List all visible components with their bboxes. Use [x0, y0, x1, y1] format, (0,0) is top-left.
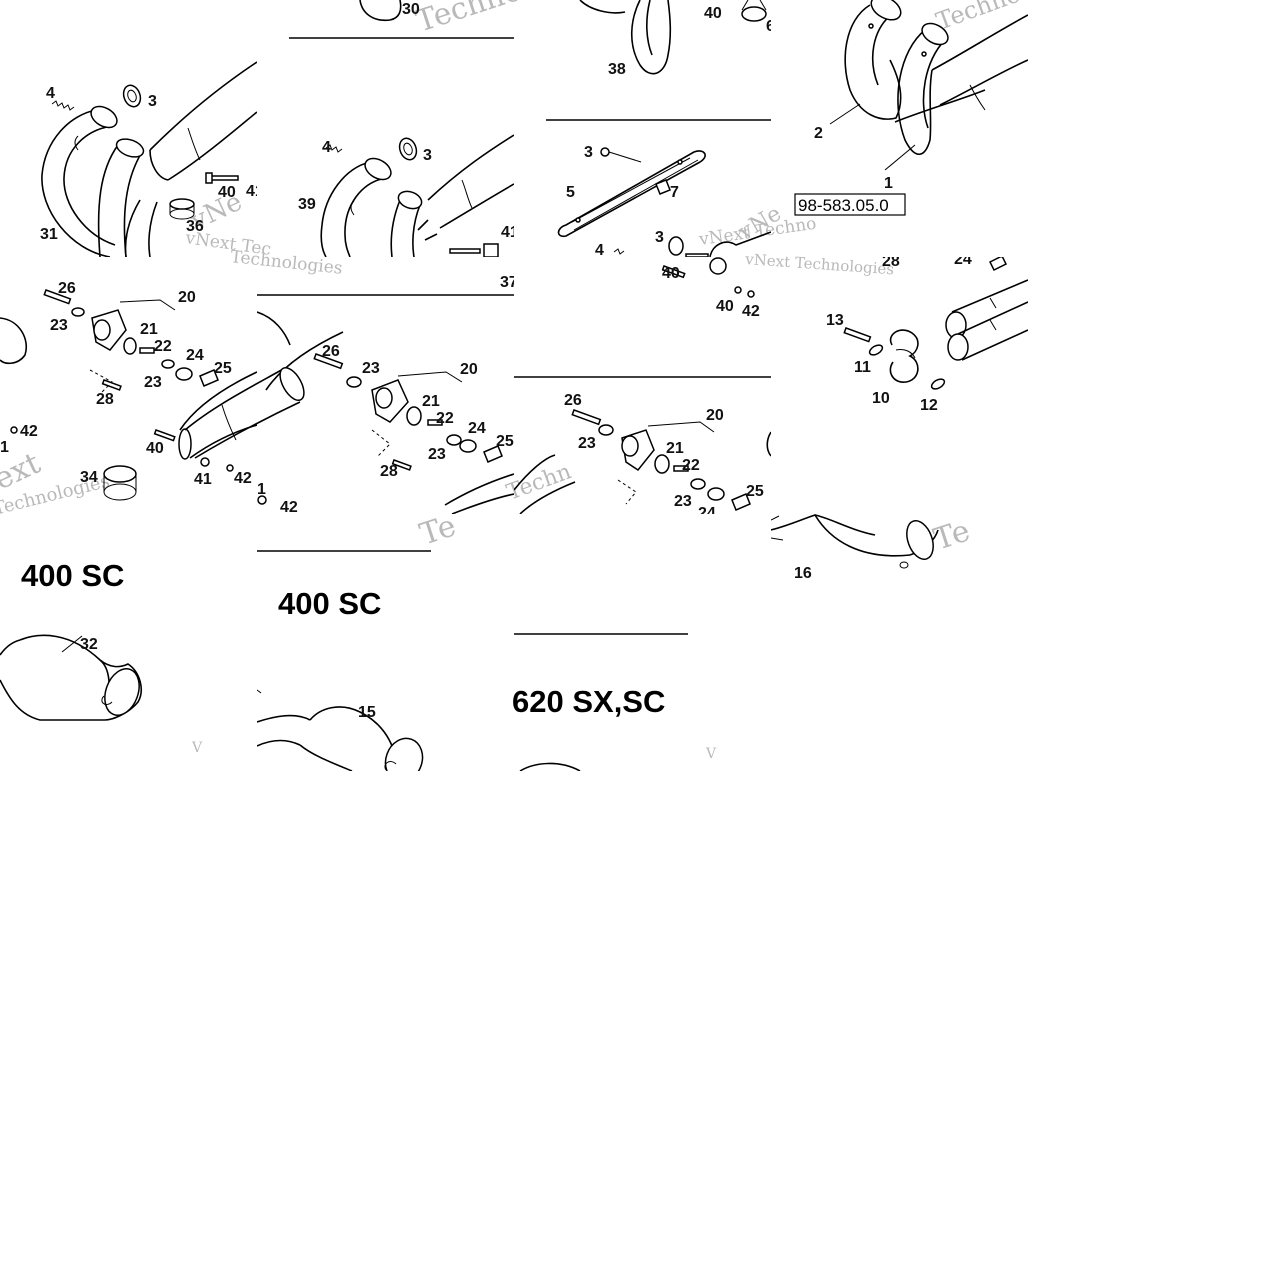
watermark: V [705, 746, 717, 762]
callout-label: 3 [423, 147, 432, 164]
callout-label: 37 [500, 274, 518, 291]
callout-label: 12 [920, 397, 938, 414]
callout-label: 1 [884, 175, 893, 192]
callout-label: 22 [154, 338, 172, 355]
tile-a-exhaust-manifold: 4 3 31 40 41 36 [40, 61, 264, 257]
callout-label: 39 [298, 196, 316, 213]
tile-c-heat-shield: 3 40 38 5 7 3 4 6 [557, 0, 775, 259]
callout-label: 41 [246, 183, 264, 200]
model-heading: 400 SC [278, 586, 381, 621]
callout-label: 15 [358, 704, 376, 721]
callout-label: 26 [58, 280, 76, 297]
watermark: Technologies [229, 247, 343, 279]
callout-label: 3 [655, 229, 664, 246]
callout-label: 25 [496, 433, 514, 450]
callout-label: 40 [704, 5, 722, 22]
ref-code: 98-583.05.0 [798, 196, 889, 215]
callout-label: 20 [706, 407, 724, 424]
tile-f-mounting-bracket: 37 26 23 20 21 22 24 25 23 28 1 42 [257, 274, 518, 516]
callout-label: 6 [766, 18, 775, 35]
model-heading: 400 SC [21, 558, 124, 593]
model-headings: 400 SC 400 SC 620 SX,SC [21, 558, 665, 719]
callout-label: 40 [218, 184, 236, 201]
callout-label: 24 [954, 251, 972, 268]
callout-label: 23 [362, 360, 380, 377]
callout-label: 23 [428, 446, 446, 463]
callout-label: 32 [80, 636, 98, 653]
tile-e-mounting-bracket: 26 20 23 21 22 24 25 23 28 42 1 40 41 42… [0, 280, 257, 501]
callout-label: 26 [564, 392, 582, 409]
callout-label: 10 [872, 390, 890, 407]
callout-label: 21 [422, 393, 440, 410]
callout-label: 38 [608, 61, 626, 78]
callout-label: 42 [234, 470, 252, 487]
callout-label: 28 [96, 391, 114, 408]
callout-label: 40 [662, 265, 680, 282]
watermark: V [191, 740, 203, 756]
callout-label: 31 [40, 226, 58, 243]
callout-label: 23 [144, 374, 162, 391]
callout-label: 13 [826, 312, 844, 329]
callout-label: 21 [666, 440, 684, 457]
callout-label: 20 [460, 361, 478, 378]
callout-label: 34 [80, 469, 98, 486]
callout-label: 40 [716, 298, 734, 315]
callout-label: 23 [50, 317, 68, 334]
tile-h-clamp: 28 24 13 11 10 12 16 [771, 251, 1028, 582]
callout-label: 28 [882, 253, 900, 270]
tile-j-muffler: 15 [257, 689, 424, 771]
callout-label: 24 [698, 505, 716, 522]
callout-label: 2 [814, 125, 823, 142]
callout-label: 22 [682, 457, 700, 474]
callout-label: 5 [566, 184, 575, 201]
watermark: Techn [504, 459, 575, 505]
muffler-sketch [184, 367, 305, 459]
callout-label: 1 [0, 439, 9, 456]
tile-i-muffler: 32 [0, 634, 142, 721]
callout-label: 42 [280, 499, 298, 516]
tile-g-mounting-bracket: 26 20 23 21 22 23 25 24 40 40 42 [514, 257, 771, 522]
callout-label: 21 [140, 321, 158, 338]
watermark: Techno [932, 0, 1023, 36]
callout-label: 3 [584, 144, 593, 161]
callout-label: 16 [794, 565, 812, 582]
watermark: Te [416, 508, 461, 552]
callout-label: 36 [186, 218, 204, 235]
callout-label: 20 [178, 289, 196, 306]
watermark: vNext Technologies [744, 250, 895, 278]
watermark: Techno [412, 0, 526, 40]
callout-label: 25 [746, 483, 764, 500]
callout-label: 28 [380, 463, 398, 480]
callout-label: 23 [674, 493, 692, 510]
callout-label: 30 [402, 1, 420, 18]
callout-label: 4 [595, 242, 604, 259]
tile-b-exhaust-manifold: 30 4 3 39 41 [298, 0, 519, 257]
callout-label: 24 [468, 420, 486, 437]
callout-label: 11 [854, 359, 871, 376]
callout-label: 7 [670, 184, 679, 201]
callout-label: 25 [214, 360, 232, 377]
callout-label: 42 [20, 423, 38, 440]
callout-label: 41 [194, 471, 212, 488]
callout-label: 1 [257, 481, 266, 498]
callout-label: 24 [186, 347, 204, 364]
callout-label: 22 [436, 410, 454, 427]
callout-label: 26 [322, 343, 340, 360]
callout-label: 3 [148, 93, 157, 110]
callout-label: 40 [146, 440, 164, 457]
tile-d-pipe-assembly: 98-583.05.0 2 1 [794, 0, 1028, 216]
callout-label: 23 [578, 435, 596, 452]
ref-code-box [794, 193, 906, 216]
callout-label: 4 [46, 85, 55, 102]
separator-rules [257, 37, 771, 635]
model-heading: 620 SX,SC [512, 684, 665, 719]
callout-label: 4 [322, 139, 331, 156]
tile-k-fragment [519, 762, 581, 771]
callout-label: 41 [501, 224, 519, 241]
callout-label: 42 [742, 303, 760, 320]
